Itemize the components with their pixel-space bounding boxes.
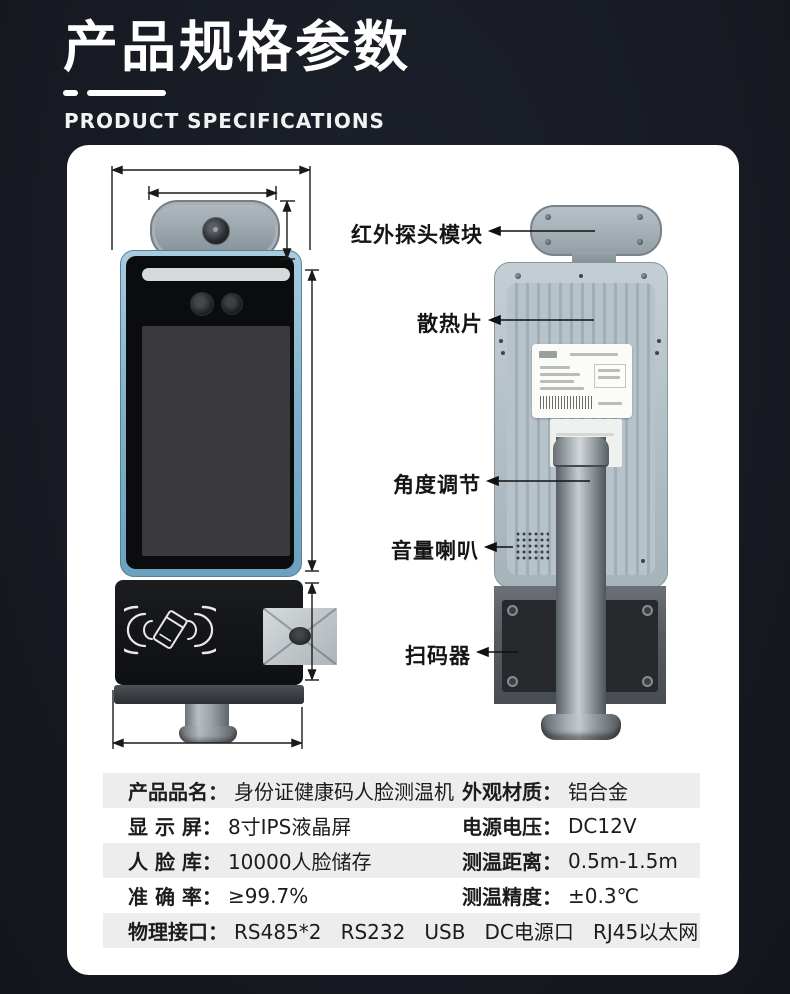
table-row: 产品品名： 身份证健康码人脸测温机 外观材质： 铝合金 — [103, 773, 700, 808]
side-screw — [499, 339, 503, 343]
front-speaker-bar — [142, 268, 290, 281]
speaker-grille-icon — [515, 531, 549, 560]
spec-label: 物理接口： — [128, 920, 228, 944]
spec-label: 外观材质： — [462, 780, 562, 804]
side-screw — [657, 339, 661, 343]
spec-value: 铝合金 — [568, 780, 628, 804]
front-display-screen — [142, 326, 290, 556]
callout-infrared-probe: 红外探头模块 — [351, 223, 483, 247]
barcode — [540, 396, 592, 409]
product-label-sticker — [532, 344, 632, 418]
screw-icon — [641, 273, 647, 279]
screw-icon — [507, 605, 518, 616]
spec-value: 身份证健康码人脸测温机 — [234, 780, 454, 804]
front-base-bar — [114, 685, 304, 704]
table-row: 人 脸 库： 10000人脸储存 测温距离： 0.5m-1.5m — [103, 843, 700, 878]
front-device-body — [120, 250, 302, 577]
screw-icon — [507, 676, 518, 687]
card-reader-box — [115, 580, 337, 685]
contactless-card-icon — [124, 605, 216, 655]
pole-top-cap — [553, 437, 609, 467]
callout-scanner: 扫码器 — [405, 644, 471, 668]
screw-icon — [545, 239, 551, 245]
spec-label: 显 示 屏： — [128, 815, 222, 839]
side-screw — [655, 351, 659, 355]
callout-heat-sink: 散热片 — [417, 312, 483, 336]
vent-hole — [579, 274, 583, 278]
screw-icon — [642, 605, 653, 616]
page-subtitle: PRODUCT SPECIFICATIONS — [64, 109, 385, 133]
screw-icon — [637, 239, 643, 245]
spec-label: 产品品名： — [128, 780, 228, 804]
scanner-lens-icon — [289, 627, 311, 645]
content-card: 红外探头模块 散热片 角度调节 音量喇叭 扫码器 产品品名： 身份证健康码人脸测… — [67, 145, 739, 975]
spec-value: ≥99.7% — [227, 883, 309, 908]
spec-label: 测温精度： — [462, 885, 562, 909]
side-screw — [501, 351, 505, 355]
spec-label: 测温距离： — [462, 850, 562, 874]
front-screen-bezel — [126, 256, 294, 569]
pole-base-flange — [541, 714, 621, 740]
spec-value: 10000人脸储存 — [227, 850, 372, 874]
title-dash-short — [63, 90, 78, 96]
mounting-pole — [556, 437, 606, 720]
screw-icon — [637, 214, 643, 220]
spec-value: DC12V — [568, 813, 637, 838]
back-camera-module — [530, 205, 662, 256]
table-row: 物理接口： RS485*2 RS232 USB DC电源口 RJ45以太网 — [103, 913, 700, 948]
table-row: 准 确 率： ≥99.7% 测温精度： ±0.3℃ — [103, 878, 700, 913]
face-camera-lens-icon — [190, 292, 214, 316]
lens-highlight — [213, 227, 218, 232]
screw-icon — [515, 273, 521, 279]
callout-angle-adjust: 角度调节 — [393, 473, 481, 497]
title-dash-long — [87, 90, 166, 96]
spec-label: 电源电压： — [462, 815, 562, 839]
spec-label: 人 脸 库： — [128, 850, 222, 874]
qr-scanner-window — [263, 608, 337, 665]
screw-icon — [545, 214, 551, 220]
spec-label: 准 确 率： — [128, 885, 222, 909]
spec-value: 8寸IPS液晶屏 — [227, 815, 352, 839]
spec-value: 0.5m-1.5m — [568, 848, 678, 873]
back-camera-neck — [572, 252, 616, 264]
callout-speaker: 音量喇叭 — [391, 539, 479, 563]
screw-icon — [642, 676, 653, 687]
spec-value: ±0.3℃ — [568, 883, 640, 908]
front-pole-foot — [179, 726, 237, 743]
ir-camera-lens-icon — [221, 293, 243, 315]
page-title: 产品规格参数 — [63, 15, 412, 79]
camera-lens-icon — [202, 217, 230, 245]
spec-value: RS485*2 RS232 USB DC电源口 RJ45以太网 — [234, 920, 699, 944]
front-pole — [185, 704, 229, 728]
back-hole — [641, 559, 645, 563]
table-row: 显 示 屏： 8寸IPS液晶屏 电源电压： DC12V — [103, 808, 700, 843]
